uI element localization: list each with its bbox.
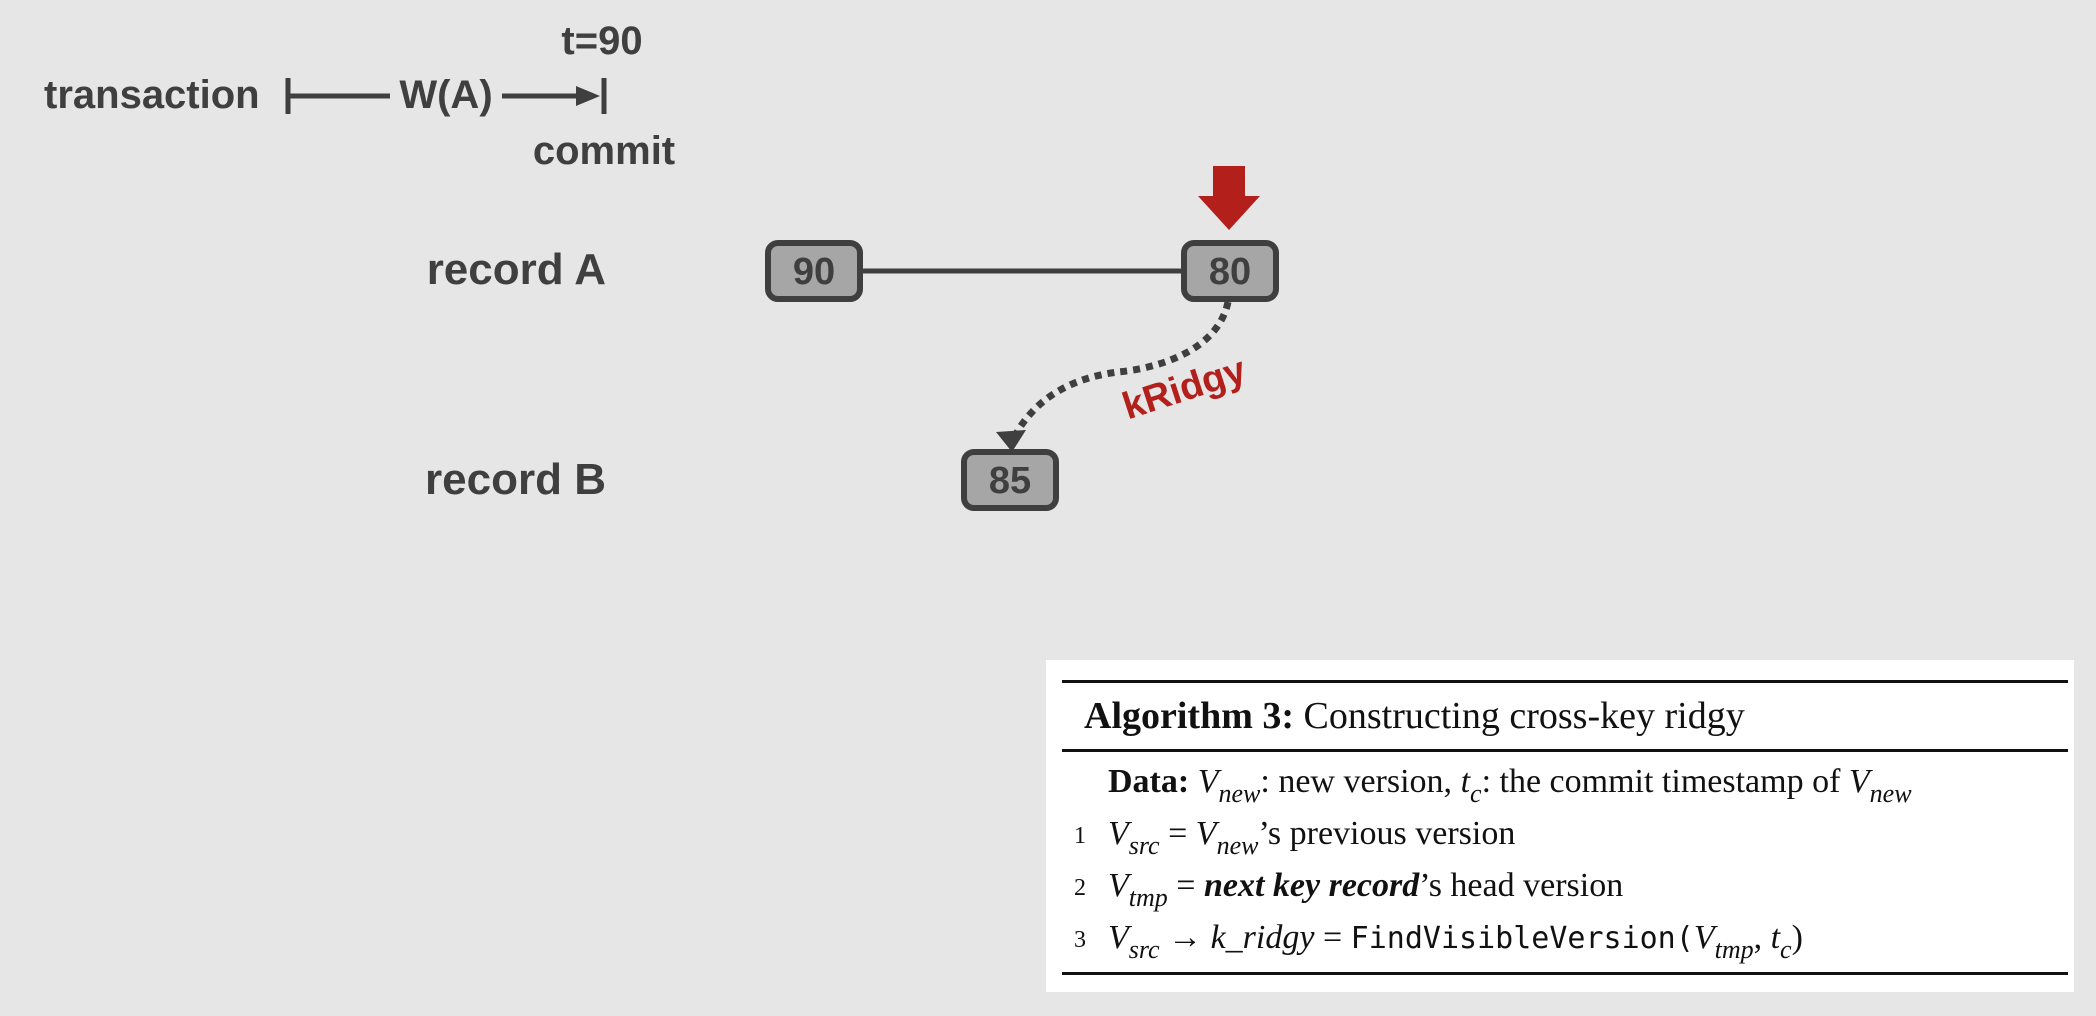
line3-arrow: → [1159,919,1211,956]
algorithm-top-rule [1062,680,2068,683]
line1-var2: V [1195,815,1217,852]
algorithm-data-line: Data: Vnew: new version, tc: the commit … [1062,756,2068,808]
line3-eq: = [1314,919,1351,956]
kridgy-link-arrow-head [996,430,1026,452]
data-var-v2: V [1848,763,1870,800]
new-version-arrow-icon [1198,166,1260,230]
algorithm-line-3: 3 Vsrc → k_ridgy = FindVisibleVersion(Vt… [1062,912,2068,964]
version-b-85-value: 85 [989,460,1031,502]
line-number: 2 [1074,875,1086,901]
algorithm-body: Data: Vnew: new version, tc: the commit … [1062,752,2068,972]
version-a-80-value: 80 [1209,251,1251,293]
line1-var-sub: src [1128,831,1160,860]
line1-var2-sub: new [1216,831,1259,860]
version-box-a-90: 90 [765,240,863,302]
timeline-op-label: W(A) [399,73,492,117]
line3-var: V [1108,919,1129,956]
version-box-a-80: 80 [1181,240,1279,302]
algorithm-title-number: Algorithm 3: [1084,695,1295,737]
line3-comma: , [1753,919,1771,956]
algorithm-title-rule [1062,749,2068,752]
version-a-90-value: 90 [793,251,835,293]
line2-emphasis: next key record [1203,867,1420,904]
line-number: 1 [1074,823,1086,849]
line2-rest: ’s head version [1419,867,1624,904]
line-number: 3 [1074,927,1086,953]
data-var-t-sub: c [1470,779,1482,808]
algorithm-line-1: 1 Vsrc = Vnew’s previous version [1062,808,2068,860]
data-var-t: t [1460,763,1471,800]
data-var-v-sub: new [1218,779,1261,808]
data-text-2: : the commit timestamp of [1481,763,1849,800]
data-text-1: : new version, [1260,763,1461,800]
line2-eq: = [1167,867,1204,904]
transaction-label: transaction [44,73,260,117]
line3-arg-v-sub: tmp [1714,935,1754,964]
line1-rest: ’s previous version [1258,815,1516,852]
algorithm-title: Algorithm 3: Constructing cross-key ridg… [1062,683,2068,749]
algorithm-content: Algorithm 3: Constructing cross-key ridg… [1062,680,2068,975]
data-label: Data: [1108,763,1190,800]
kridgy-label: kRidgy [1118,349,1251,428]
algorithm-line-2: 2 Vtmp = next key record’s head version [1062,860,2068,912]
algorithm-box: Algorithm 3: Constructing cross-key ridg… [1046,660,2074,992]
timeline-arrow-head [576,86,600,106]
line2-var-sub: tmp [1128,883,1168,912]
line3-arg-v: V [1693,919,1715,956]
algorithm-bottom-rule [1062,972,2068,975]
line3-var-sub: src [1128,935,1160,964]
record-b-label: record B [425,455,606,504]
version-box-b-85: 85 [961,449,1059,511]
line1-var: V [1108,815,1129,852]
line3-arg-t: t [1770,919,1781,956]
data-var-v2-sub: new [1869,779,1912,808]
kridgy-link-path [1006,301,1232,448]
line3-field: k_ridgy [1210,919,1315,956]
commit-time-label: t=90 [561,19,642,63]
line3-arg-t-sub: c [1780,935,1792,964]
line1-eq: = [1159,815,1196,852]
line3-function: FindVisibleVersion( [1350,921,1694,956]
record-a-label: record A [427,245,606,294]
algorithm-title-text: Constructing cross-key ridgy [1303,695,1745,737]
line3-close: ) [1791,919,1803,956]
line2-var: V [1108,867,1129,904]
data-var-v: V [1197,763,1219,800]
commit-label: commit [533,129,675,173]
